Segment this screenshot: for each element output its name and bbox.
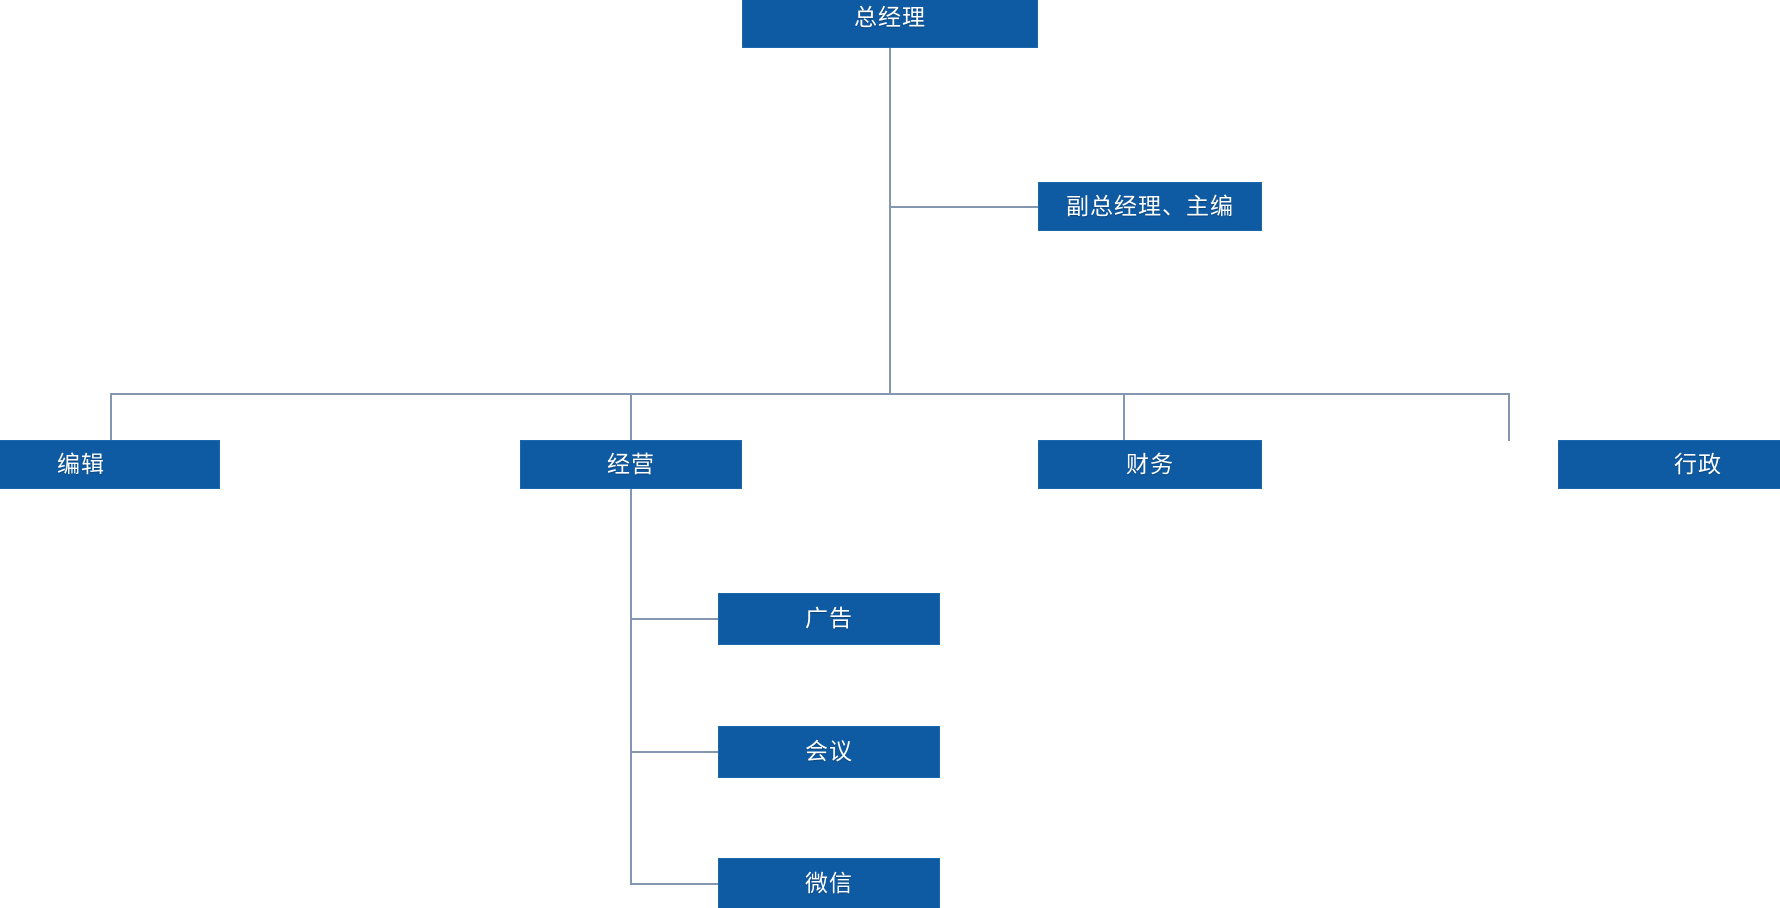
connector-drop-operations bbox=[630, 393, 632, 441]
node-division-administration[interactable]: 行政 bbox=[1558, 440, 1780, 489]
node-subunit-wechat[interactable]: 微信 bbox=[718, 858, 940, 908]
node-subunit-wechat-label: 微信 bbox=[805, 870, 853, 897]
node-division-operations[interactable]: 经营 bbox=[520, 440, 742, 489]
node-division-operations-label: 经营 bbox=[607, 450, 655, 477]
connector-drop-finance bbox=[1123, 393, 1125, 441]
node-subunit-advertising[interactable]: 广告 bbox=[718, 593, 940, 645]
connector-drop-editorial bbox=[110, 393, 112, 441]
node-deputy-general-manager-label: 副总经理、主编 bbox=[1066, 192, 1234, 219]
connector-division-bar bbox=[110, 393, 1510, 395]
connector-drop-admin bbox=[1508, 393, 1510, 441]
node-general-manager[interactable]: 总经理 bbox=[742, 0, 1038, 48]
connector-operations-subtrunk bbox=[630, 489, 632, 885]
connector-root-trunk bbox=[889, 48, 891, 394]
node-division-editorial-label: 编辑 bbox=[57, 450, 105, 477]
node-division-finance-label: 财务 bbox=[1126, 450, 1174, 477]
node-general-manager-label: 总经理 bbox=[854, 4, 926, 31]
node-subunit-advertising-label: 广告 bbox=[805, 605, 853, 632]
connector-operations-to-conference bbox=[630, 751, 719, 753]
node-subunit-conference[interactable]: 会议 bbox=[718, 726, 940, 778]
node-division-finance[interactable]: 财务 bbox=[1038, 440, 1262, 489]
connector-root-to-deputy bbox=[889, 206, 1038, 208]
node-division-administration-label: 行政 bbox=[1674, 450, 1722, 477]
node-division-editorial[interactable]: 编辑 bbox=[0, 440, 220, 489]
node-deputy-general-manager[interactable]: 副总经理、主编 bbox=[1038, 182, 1262, 231]
connector-operations-to-ad bbox=[630, 618, 719, 620]
connector-operations-to-wechat bbox=[630, 883, 719, 885]
node-subunit-conference-label: 会议 bbox=[805, 738, 853, 765]
